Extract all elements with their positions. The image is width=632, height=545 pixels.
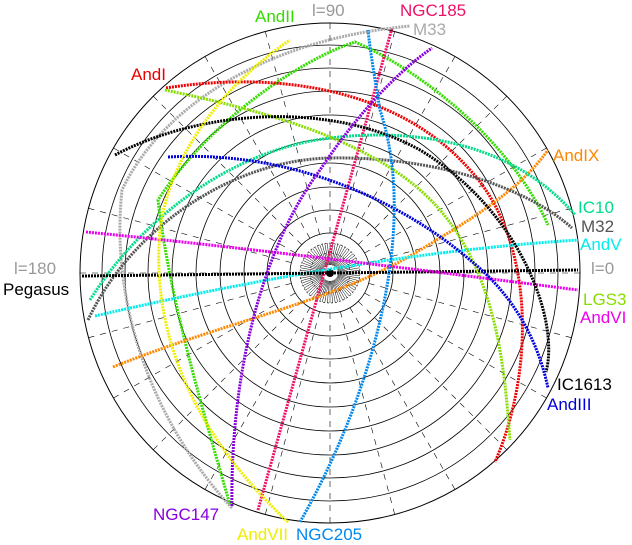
label-l90: l=90 bbox=[312, 1, 345, 20]
track-andii bbox=[156, 40, 550, 506]
label-andiii: AndIII bbox=[547, 395, 591, 414]
grid-center-spoke bbox=[336, 277, 355, 291]
grid-center-spoke bbox=[303, 257, 324, 270]
label-andii: AndII bbox=[255, 7, 295, 26]
grid-radial-line bbox=[349, 307, 456, 490]
grid-center-spoke bbox=[308, 251, 325, 268]
grid-radial-line bbox=[358, 96, 507, 245]
track-ngc147 bbox=[230, 46, 433, 507]
grid-center-spoke bbox=[303, 276, 324, 289]
grid-center-spoke bbox=[301, 275, 323, 284]
label-ngc185: NGC185 bbox=[400, 1, 466, 20]
grid-center-spoke bbox=[310, 249, 326, 268]
label-andix: AndIX bbox=[553, 146, 599, 165]
grid-radial-line bbox=[153, 301, 302, 450]
grid-circle bbox=[171, 114, 489, 432]
grid-center-spoke bbox=[337, 274, 360, 282]
center-point bbox=[326, 269, 334, 277]
galaxy-tracks bbox=[81, 24, 579, 524]
grid-center-spoke bbox=[335, 253, 354, 269]
grid-radial-line bbox=[349, 56, 456, 239]
grid-center-spoke bbox=[337, 276, 358, 286]
grid-center-spoke bbox=[324, 280, 329, 303]
grid-center-spoke bbox=[337, 267, 360, 272]
label-pegasus: Pegasus bbox=[3, 280, 69, 299]
grid-center-spoke bbox=[300, 274, 323, 279]
grid-center-spoke bbox=[332, 244, 341, 266]
grid-center-spoke bbox=[336, 276, 357, 289]
grid-center-spoke bbox=[334, 278, 350, 297]
grid-radial-line bbox=[113, 292, 296, 399]
grid-center-spoke bbox=[327, 280, 330, 303]
grid-center-spoke bbox=[302, 276, 323, 286]
track-ngc205 bbox=[298, 29, 396, 523]
label-ic10: IC10 bbox=[578, 198, 614, 217]
grid-center-spoke bbox=[300, 274, 323, 282]
grid-center-spoke bbox=[317, 245, 327, 266]
grid-center-spoke bbox=[331, 243, 336, 266]
track-andvii bbox=[157, 38, 291, 524]
label-l180: l=180 bbox=[14, 259, 56, 278]
label-andv: AndV bbox=[580, 235, 622, 254]
track-lgs3 bbox=[164, 88, 512, 441]
grid-center-spoke bbox=[334, 248, 348, 267]
grid-circle bbox=[147, 90, 513, 456]
grid-circle bbox=[124, 67, 536, 479]
grid-center-spoke bbox=[321, 243, 329, 266]
track-andvi bbox=[85, 230, 579, 292]
label-ngc147: NGC147 bbox=[153, 505, 219, 524]
grid-center-spoke bbox=[334, 249, 350, 268]
grid-center-spoke bbox=[333, 246, 346, 267]
grid-circle bbox=[101, 44, 559, 502]
label-andvii: AndVII bbox=[237, 525, 288, 544]
track-andi bbox=[165, 80, 524, 463]
label-ic1613: IC1613 bbox=[557, 375, 612, 394]
grid-center-spoke bbox=[333, 279, 346, 300]
track-andv bbox=[94, 238, 579, 318]
grid-radial-line bbox=[368, 283, 572, 338]
grid-center-spoke bbox=[302, 260, 323, 270]
grid-center-spoke bbox=[333, 245, 343, 266]
track-m33 bbox=[118, 24, 411, 510]
track-andiii bbox=[167, 154, 550, 389]
track-andix bbox=[112, 149, 550, 369]
track-ic1613 bbox=[114, 115, 551, 373]
coordinate-grid bbox=[80, 23, 580, 523]
grid-center-spoke bbox=[305, 277, 324, 291]
grid-circle bbox=[266, 209, 394, 337]
grid-center-spoke bbox=[337, 274, 360, 279]
label-andi: AndI bbox=[131, 65, 166, 84]
track-pegasus bbox=[81, 268, 579, 278]
grid-center-spoke bbox=[319, 280, 328, 302]
grid-radial-line bbox=[340, 311, 395, 515]
grid-radial-line bbox=[265, 311, 320, 515]
grid-center-spoke bbox=[319, 244, 328, 266]
grid-center-spoke bbox=[301, 262, 323, 271]
grid-center-spoke bbox=[331, 243, 339, 266]
grid-radial-line bbox=[204, 307, 311, 490]
label-l0: l=0 bbox=[591, 259, 614, 278]
label-lgs3: LGS3 bbox=[583, 290, 626, 309]
label-ngc205: NGC205 bbox=[296, 525, 362, 544]
label-m32: M32 bbox=[581, 217, 614, 236]
label-m33: M33 bbox=[413, 20, 446, 39]
grid-center-spoke bbox=[335, 277, 354, 293]
label-andvi: AndVI bbox=[580, 308, 626, 327]
grid-center-spoke bbox=[321, 280, 329, 303]
